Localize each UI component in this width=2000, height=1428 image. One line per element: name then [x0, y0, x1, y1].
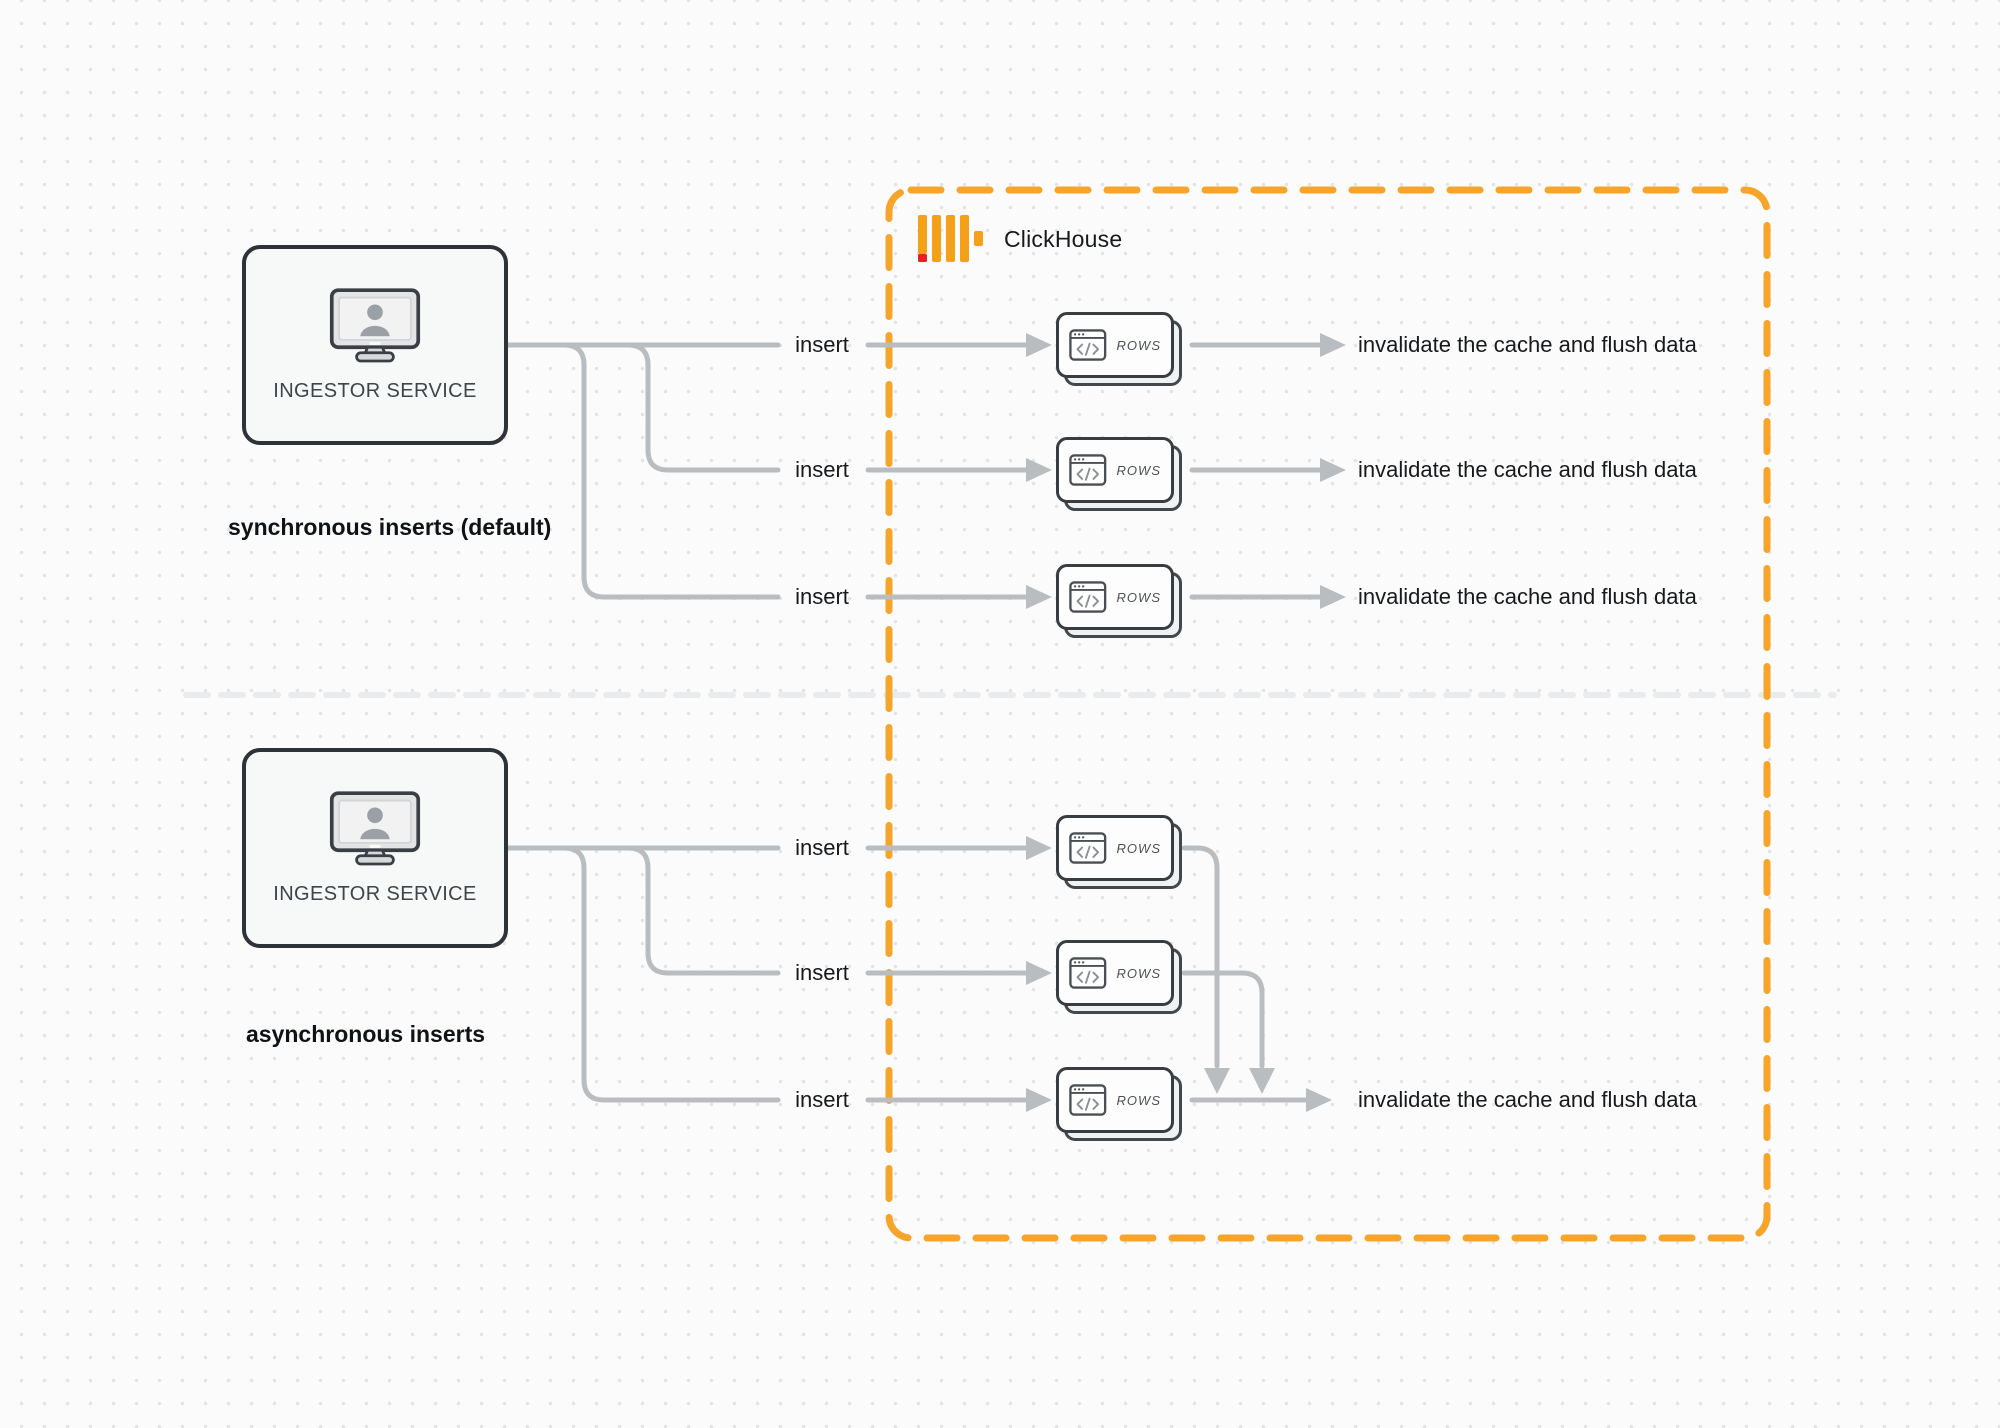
rows-table-card: ROWS [1056, 940, 1182, 1014]
code-window-icon [1069, 581, 1107, 613]
service-label: INGESTOR SERVICE [273, 379, 477, 402]
code-window-icon [1069, 329, 1107, 361]
monitor-user-icon [329, 790, 421, 865]
rows-table-card: ROWS [1056, 437, 1182, 511]
insert-label: insert [795, 332, 849, 357]
code-window-icon [1069, 454, 1107, 486]
insert-label: insert [795, 584, 849, 609]
rows-table-card: ROWS [1056, 564, 1182, 638]
rows-label: ROWS [1116, 462, 1161, 478]
rows-label: ROWS [1116, 965, 1161, 981]
invalidate-label: invalidate the cache and flush data [1358, 1087, 1697, 1112]
rows-label: ROWS [1116, 840, 1161, 856]
rows-label: ROWS [1116, 589, 1161, 605]
code-window-icon [1069, 832, 1107, 864]
rows-table-card: ROWS [1056, 815, 1182, 889]
rows-table-card: ROWS [1056, 1067, 1182, 1141]
async-connectors [505, 836, 1332, 1112]
invalidate-label: invalidate the cache and flush data [1358, 457, 1697, 482]
async-caption: asynchronous inserts [246, 1021, 486, 1047]
insert-label: insert [795, 457, 849, 482]
clickhouse-logo: ClickHouse [918, 214, 1122, 264]
invalidate-label: invalidate the cache and flush data [1358, 584, 1697, 609]
service-label: INGESTOR SERVICE [273, 882, 477, 905]
insert-label: insert [795, 835, 849, 860]
insert-label: insert [795, 1087, 849, 1112]
sync-caption: synchronous inserts (default) [228, 514, 552, 540]
code-window-icon [1069, 1084, 1107, 1116]
rows-table-card: ROWS [1056, 312, 1182, 386]
ingestor-service-box-sync: INGESTOR SERVICE [242, 245, 508, 445]
sync-connectors [505, 333, 1346, 609]
monitor-user-icon [329, 287, 421, 362]
rows-label: ROWS [1116, 1092, 1161, 1108]
clickhouse-wordmark: ClickHouse [1004, 225, 1123, 252]
invalidate-label: invalidate the cache and flush data [1358, 332, 1697, 357]
clickhouse-container-frame [885, 186, 1771, 1242]
clickhouse-logo-icon [918, 215, 983, 262]
code-window-icon [1069, 957, 1107, 989]
ingestor-service-box-async: INGESTOR SERVICE [242, 748, 508, 948]
insert-label: insert [795, 960, 849, 985]
rows-label: ROWS [1116, 337, 1161, 353]
